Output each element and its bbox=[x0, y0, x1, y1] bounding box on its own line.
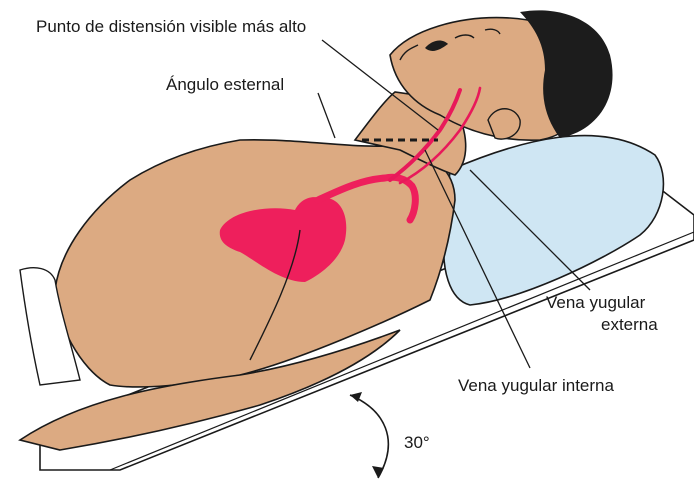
angle-arc bbox=[350, 395, 388, 478]
label-external-jugular-1: Vena yugular bbox=[546, 292, 645, 313]
label-angle: 30° bbox=[404, 432, 430, 453]
pillow bbox=[444, 136, 664, 305]
label-internal-jugular: Vena yugular interna bbox=[458, 375, 614, 396]
leader-sternal-angle bbox=[318, 93, 335, 138]
angle-arrow-bottom bbox=[372, 466, 384, 478]
label-external-jugular-2: externa bbox=[601, 314, 658, 335]
label-highest-point: Punto de distensión visible más alto bbox=[36, 16, 306, 37]
label-sternal-angle: Ángulo esternal bbox=[166, 74, 284, 95]
